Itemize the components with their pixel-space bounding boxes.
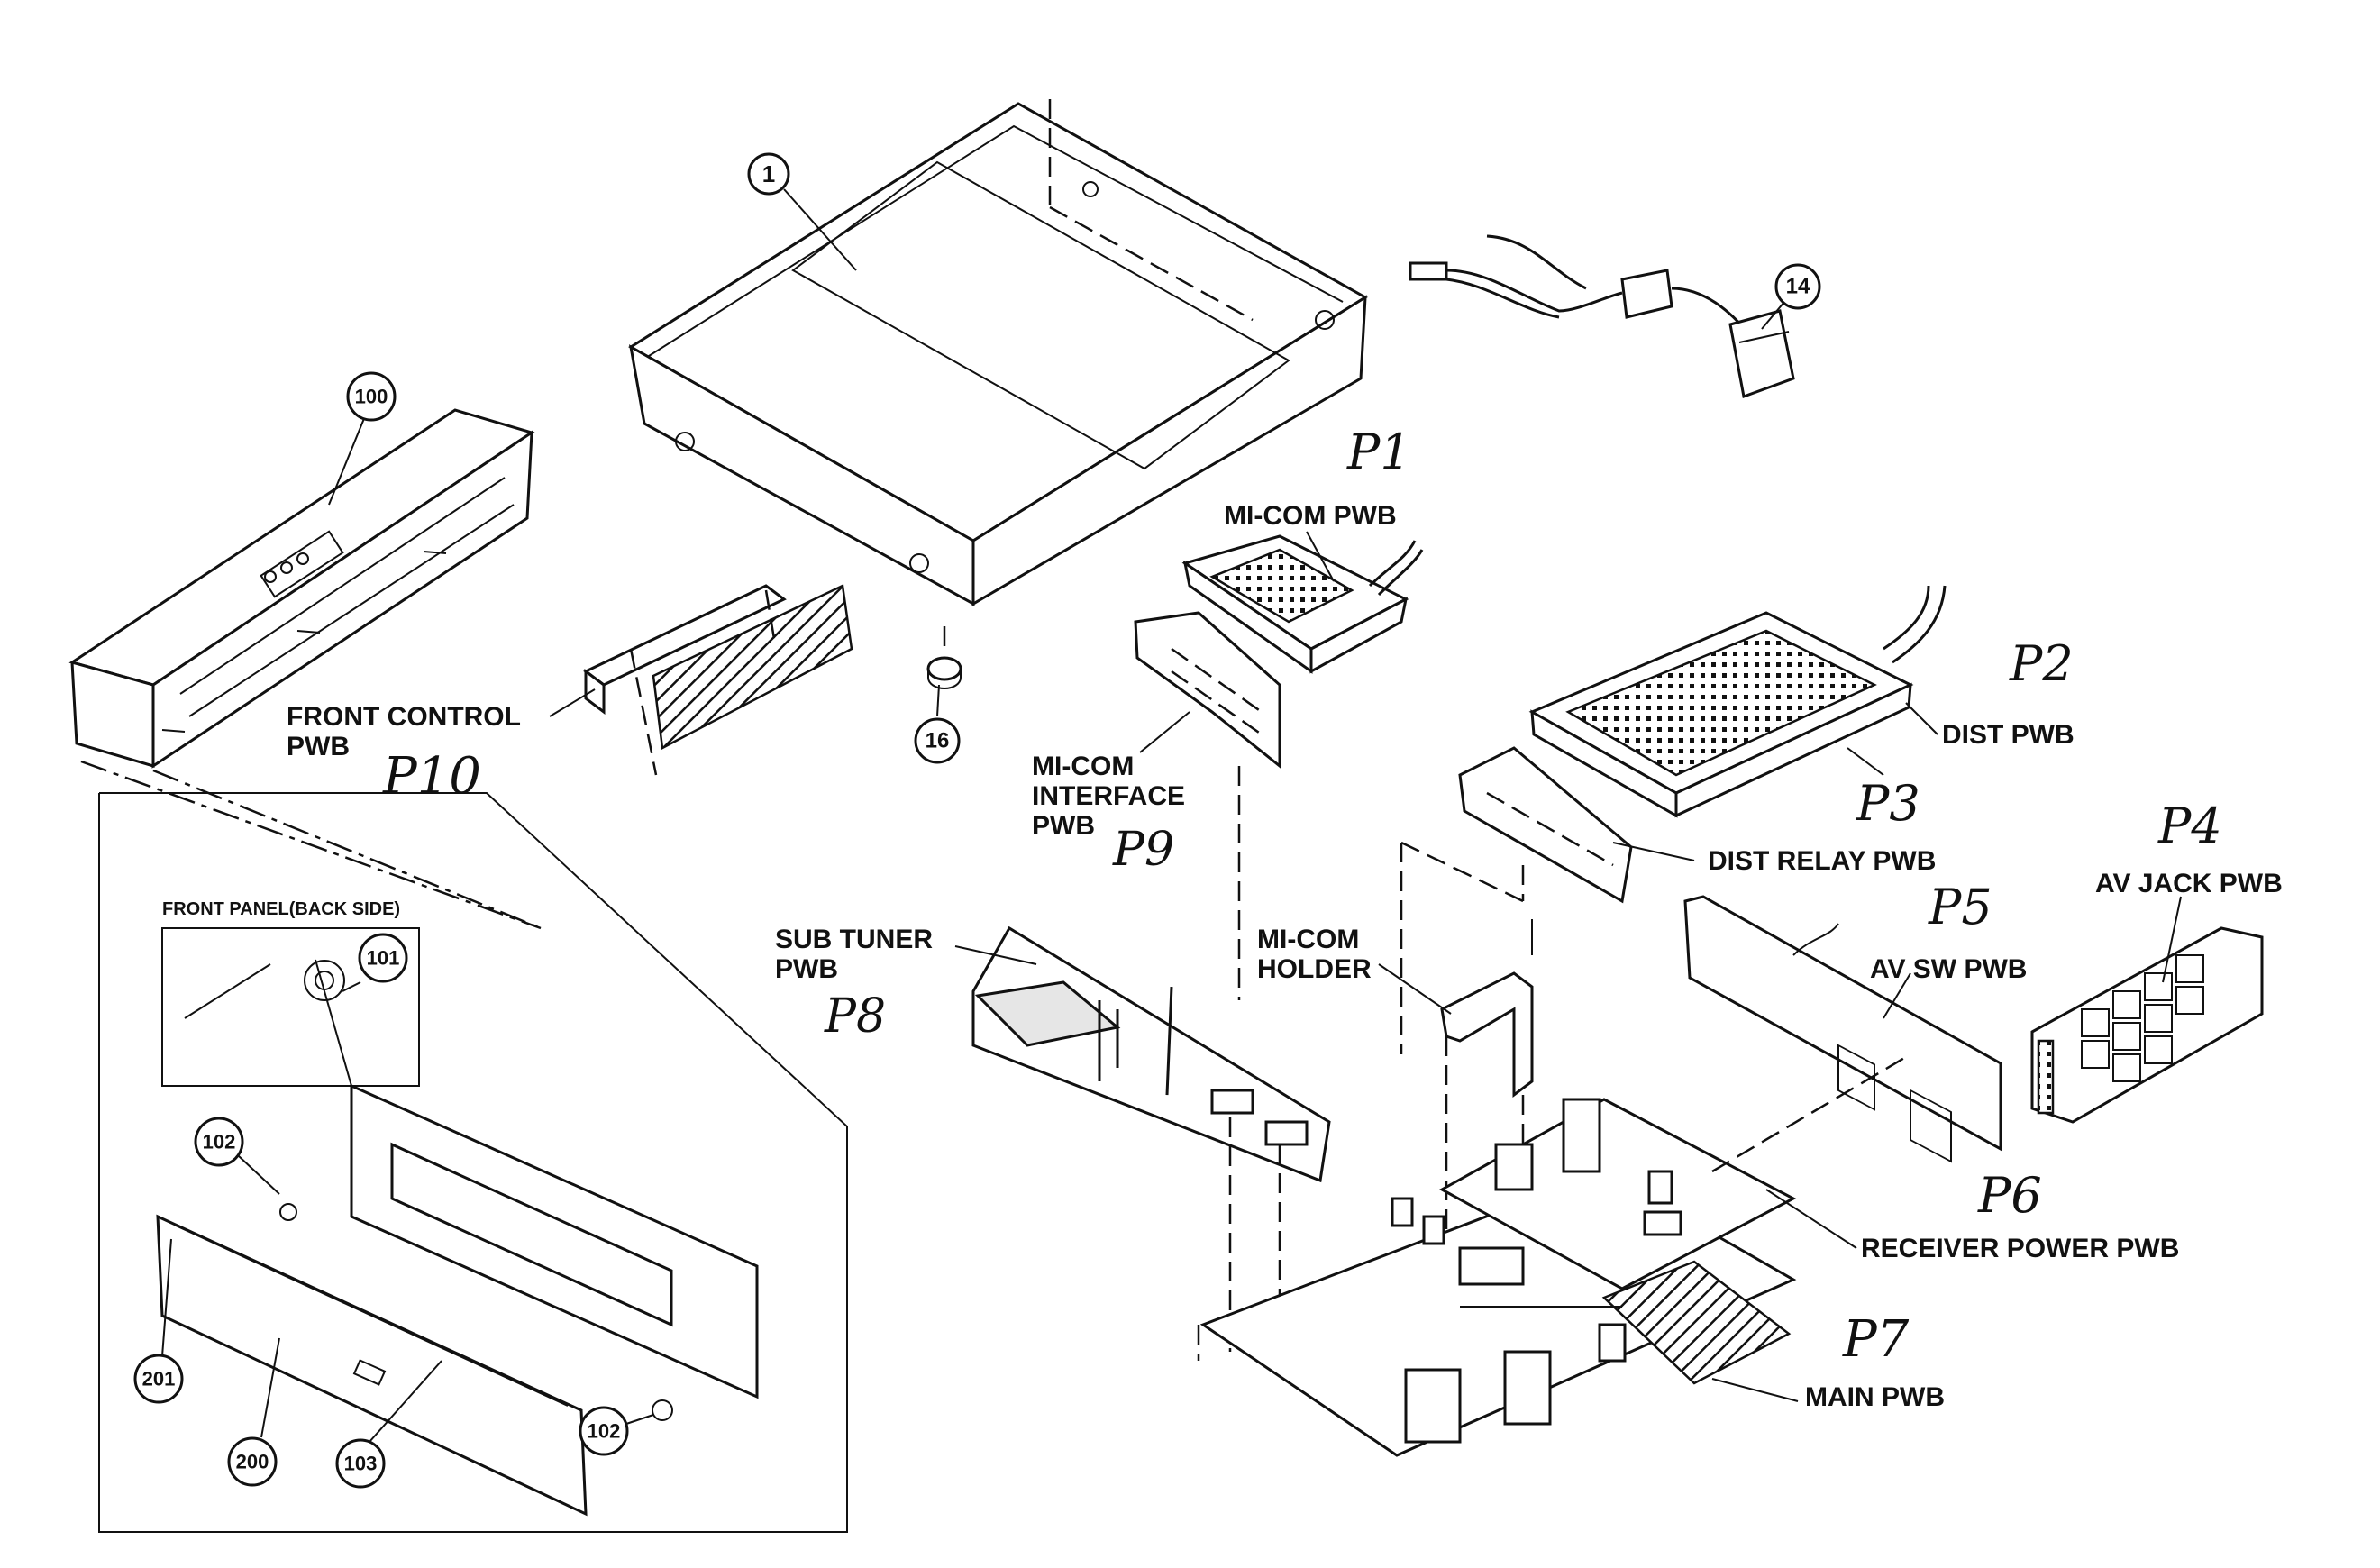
front-panel-inset <box>80 760 848 1533</box>
handwritten-p8: P8 <box>824 989 886 1044</box>
mi-com-interface-pwb <box>1134 611 1281 1000</box>
av-sw-pwb-label: AV SW PWB <box>1870 954 2027 984</box>
handwritten-p6: P6 <box>1977 1167 2042 1224</box>
sub-tuner-pwb <box>971 925 1331 1352</box>
svg-text:101: 101 <box>367 947 400 970</box>
sub-tuner-pwb-label-line1: SUB TUNER <box>775 925 933 954</box>
callout-200: 200 <box>227 1337 280 1487</box>
main-pwb-label: MAIN PWB <box>1805 1382 1945 1412</box>
dist-pwb <box>1528 585 1947 818</box>
handwritten-p1: P1 <box>1346 424 1411 480</box>
callout-102a: 102 <box>194 1117 280 1195</box>
handwritten-p5: P5 <box>1928 879 1992 935</box>
front-control-pwb-label-line2: PWB <box>287 732 350 761</box>
handwritten-p7: P7 <box>1842 1310 1910 1369</box>
dist-relay-pwb-label: DIST RELAY PWB <box>1708 846 1936 876</box>
av-jack-pwb-label: AV JACK PWB <box>2095 869 2283 898</box>
mi-com-holder-label-line2: HOLDER <box>1257 954 1372 984</box>
svg-text:102: 102 <box>588 1420 621 1443</box>
dist-relay-pwb <box>1400 746 1633 1054</box>
printed-labels: MI-COM PWB DIST PWB DIST RELAY PWB AV JA… <box>162 501 2283 1412</box>
sub-tuner-pwb-label-line2: PWB <box>775 954 838 984</box>
svg-text:14: 14 <box>1786 275 1810 299</box>
mi-com-holder <box>1440 919 1534 1379</box>
handwritten-p9: P9 <box>1112 823 1174 877</box>
callout-14: 14 <box>1761 263 1821 330</box>
callout-101: 101 <box>342 933 408 992</box>
mi-com-holder-label-line1: MI-COM <box>1257 925 1359 954</box>
ac-power-cord <box>1409 234 1795 399</box>
mi-com-pwb-label: MI-COM PWB <box>1224 501 1397 531</box>
callout-201: 201 <box>133 1238 184 1404</box>
handwritten-p10: P10 <box>382 747 481 806</box>
callout-102b: 102 <box>579 1406 654 1456</box>
mi-com-pwb <box>1181 534 1424 674</box>
front-panel-back-side-label: FRONT PANEL(BACK SIDE) <box>162 899 400 919</box>
svg-text:102: 102 <box>203 1131 236 1153</box>
callout-103: 103 <box>335 1360 442 1489</box>
callout-16: 16 <box>914 684 961 764</box>
mi-com-interface-label-line3: PWB <box>1032 811 1095 841</box>
handwritten-p2: P2 <box>2009 635 2074 692</box>
handwritten-annotations: P1 P2 P3 P4 P5 P6 P7 P8 P9 P10 <box>382 424 2222 1369</box>
mi-com-interface-label-line1: MI-COM <box>1032 752 1134 781</box>
front-frame <box>68 408 535 769</box>
svg-text:16: 16 <box>926 729 950 753</box>
receiver-power-pwb <box>1391 1053 1911 1290</box>
svg-text:201: 201 <box>142 1368 176 1390</box>
av-sw-pwb <box>1683 895 2002 1163</box>
svg-text:100: 100 <box>355 386 388 408</box>
dist-pwb-label: DIST PWB <box>1942 720 2075 750</box>
svg-text:200: 200 <box>236 1451 269 1473</box>
leader-lines <box>549 531 2182 1402</box>
front-control-pwb-label-line1: FRONT CONTROL <box>287 702 521 732</box>
handwritten-p4: P4 <box>2157 798 2222 854</box>
handwritten-p3: P3 <box>1856 775 1920 832</box>
top-cover <box>628 99 1368 606</box>
callout-1: 1 <box>747 152 857 271</box>
av-jack-pwb <box>2030 926 2264 1124</box>
svg-text:1: 1 <box>762 160 775 187</box>
receiver-power-pwb-label: RECEIVER POWER PWB <box>1861 1234 2179 1263</box>
foot <box>926 626 962 689</box>
mi-com-interface-label-line2: INTERFACE <box>1032 781 1185 811</box>
front-control-pwb <box>583 584 853 776</box>
svg-text:103: 103 <box>344 1453 378 1475</box>
callout-100: 100 <box>328 371 397 506</box>
